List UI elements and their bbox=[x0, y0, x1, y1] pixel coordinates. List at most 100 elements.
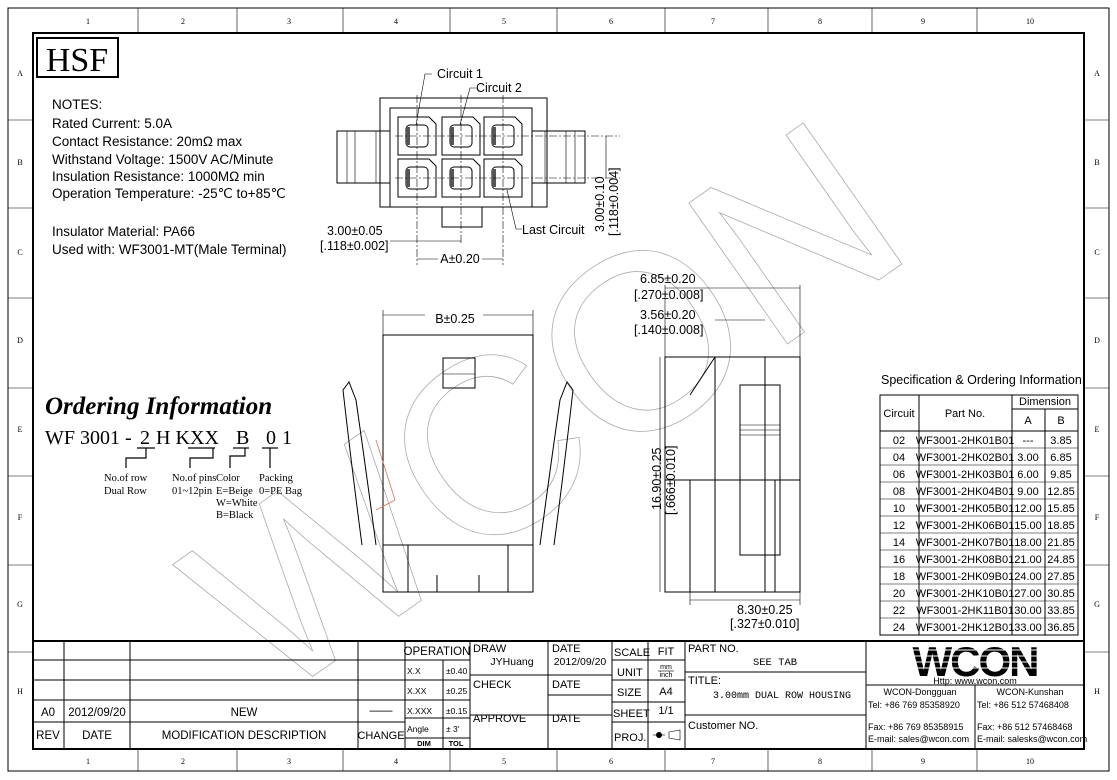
terminal-cavity bbox=[483, 116, 523, 156]
column-marker: 3 bbox=[287, 757, 291, 766]
note-line: Contact Resistance: 20mΩ max bbox=[52, 134, 242, 149]
column-marker: 1 bbox=[86, 757, 90, 766]
cell-circuit: 22 bbox=[893, 605, 905, 617]
cell-b: 27.85 bbox=[1047, 571, 1075, 583]
cell-circuit: 08 bbox=[893, 486, 905, 498]
unit-mm: mm bbox=[660, 664, 672, 671]
row-marker: C bbox=[17, 248, 22, 257]
row-marker: D bbox=[17, 336, 23, 345]
width-dimension-inch: [.270±0.008] bbox=[634, 288, 703, 302]
draw-label: DRAW bbox=[473, 643, 507, 655]
tolerance-value: ±0.40 bbox=[446, 666, 467, 676]
row-marker: H bbox=[17, 687, 23, 696]
dim-label: DIM bbox=[417, 739, 431, 748]
tolerance-dim: X.X bbox=[407, 666, 421, 676]
top-view: Circuit 1 Circuit 2 Last Circuit 3.00±0.… bbox=[320, 67, 621, 266]
drawing-title: 3.00mm DUAL ROW HOUSING bbox=[713, 691, 851, 702]
row-marker: G bbox=[1094, 600, 1100, 609]
rev-header: REV bbox=[36, 730, 60, 742]
inner-dimension: 3.56±0.20 bbox=[640, 308, 696, 322]
tol-label: TOL bbox=[449, 739, 464, 748]
code-row: 2 bbox=[140, 427, 150, 449]
draw-date-label: DATE bbox=[552, 643, 581, 655]
cell-b: 30.85 bbox=[1047, 588, 1075, 600]
cell-part: WF3001-2HK05B01 bbox=[916, 503, 1014, 515]
terminal-cavity bbox=[483, 158, 523, 198]
cell-b: 33.85 bbox=[1047, 605, 1075, 617]
cell-part: WF3001-2HK11B01 bbox=[916, 605, 1014, 617]
sheet-value: 1/1 bbox=[658, 705, 673, 717]
cell-b: 36.85 bbox=[1047, 622, 1075, 634]
notes-heading: NOTES: bbox=[52, 97, 102, 112]
ordering-title: Ordering Information bbox=[45, 393, 272, 420]
row-marker: D bbox=[1094, 336, 1100, 345]
header-dimension: Dimension bbox=[1019, 396, 1071, 408]
cell-circuit: 16 bbox=[893, 554, 905, 566]
cell-part: WF3001-2HK02B01 bbox=[916, 452, 1014, 464]
width-dimension: 6.85±0.20 bbox=[640, 272, 696, 286]
row-marker: C bbox=[1094, 248, 1099, 257]
title-block: A0 2012/09/20 NEW —— REV DATE MODIFICATI… bbox=[32, 638, 1087, 750]
column-marker: 2 bbox=[181, 17, 185, 26]
cell-circuit: 14 bbox=[893, 537, 905, 549]
note-line: Insulation Resistance: 1000MΩ min bbox=[52, 169, 265, 184]
check-date-label: DATE bbox=[552, 679, 581, 691]
rev-description: NEW bbox=[231, 707, 258, 719]
height-dimension: 16.90±0.25 bbox=[650, 447, 664, 510]
cell-part: WF3001-2HK08B01 bbox=[916, 554, 1014, 566]
note-line: Withstand Voltage: 1500V AC/Minute bbox=[52, 152, 273, 167]
pins-value: 01~12pin bbox=[172, 486, 213, 497]
rev-date: 2012/09/20 bbox=[68, 707, 126, 719]
column-marker: 2 bbox=[181, 757, 185, 766]
circuit-2-label: Circuit 2 bbox=[476, 81, 522, 95]
column-marker: 9 bbox=[921, 757, 925, 766]
tolerance-value: ± 3' bbox=[446, 724, 460, 734]
row-pitch-dimension-inch: [.118±0.004] bbox=[607, 168, 621, 237]
cell-a: 27.00 bbox=[1014, 588, 1042, 600]
cell-a: 18.00 bbox=[1014, 537, 1042, 549]
cell-a: 9.00 bbox=[1017, 486, 1038, 498]
approve-label: APPROVE bbox=[473, 713, 526, 725]
header-part-no: Part No. bbox=[945, 408, 985, 420]
hsf-logo-text: HSF bbox=[46, 42, 108, 79]
side-view: 6.85±0.20 [.270±0.008] 3.56±0.20 [.140±0… bbox=[634, 272, 801, 631]
cell-part: WF3001-2HK04B01 bbox=[916, 486, 1014, 498]
circuit-1-label: Circuit 1 bbox=[437, 67, 483, 81]
pitch-dimension-inch: [.118±0.002] bbox=[320, 239, 389, 253]
code-end: 1 bbox=[282, 427, 292, 449]
pack-label: Packing bbox=[259, 473, 294, 484]
cell-circuit: 24 bbox=[893, 622, 905, 634]
terminal-cavity bbox=[397, 158, 437, 198]
cell-b: 6.85 bbox=[1050, 452, 1071, 464]
approve-date-label: DATE bbox=[552, 713, 581, 725]
tolerance-value: ±0.15 bbox=[446, 706, 467, 716]
spec-table-title: Specification & Ordering Information: bbox=[881, 373, 1085, 387]
code-pack: 0 bbox=[266, 427, 276, 449]
cell-part: WF3001-2HK12B01 bbox=[916, 622, 1014, 634]
projection-label: PROJ. bbox=[614, 732, 646, 744]
column-marker: 8 bbox=[818, 757, 822, 766]
row-value: Dual Row bbox=[104, 486, 147, 497]
unit-inch: inch bbox=[660, 672, 673, 679]
row-marker: A bbox=[1094, 69, 1100, 78]
note-line: Operation Temperature: -25℃ to+85℃ bbox=[52, 186, 286, 201]
cell-b: 15.85 bbox=[1047, 503, 1075, 515]
color-value: B=Black bbox=[216, 510, 254, 521]
size-label: SIZE bbox=[617, 687, 641, 699]
column-marker: 10 bbox=[1026, 757, 1034, 766]
draw-date: 2012/09/20 bbox=[554, 656, 607, 668]
tolerance-dim: X.XXX bbox=[407, 706, 432, 716]
cell-circuit: 04 bbox=[893, 452, 905, 464]
scale-value: FIT bbox=[658, 646, 675, 658]
rev-change: —— bbox=[370, 705, 394, 717]
ordering-information: Ordering Information WF 3001 - 2 H K XX … bbox=[45, 393, 303, 521]
kunshan-email: E-mail: salesks@wcon.com bbox=[977, 734, 1087, 744]
column-marker: 8 bbox=[818, 17, 822, 26]
cell-a: 3.00 bbox=[1017, 452, 1038, 464]
change-header: CHANGE bbox=[357, 730, 404, 742]
